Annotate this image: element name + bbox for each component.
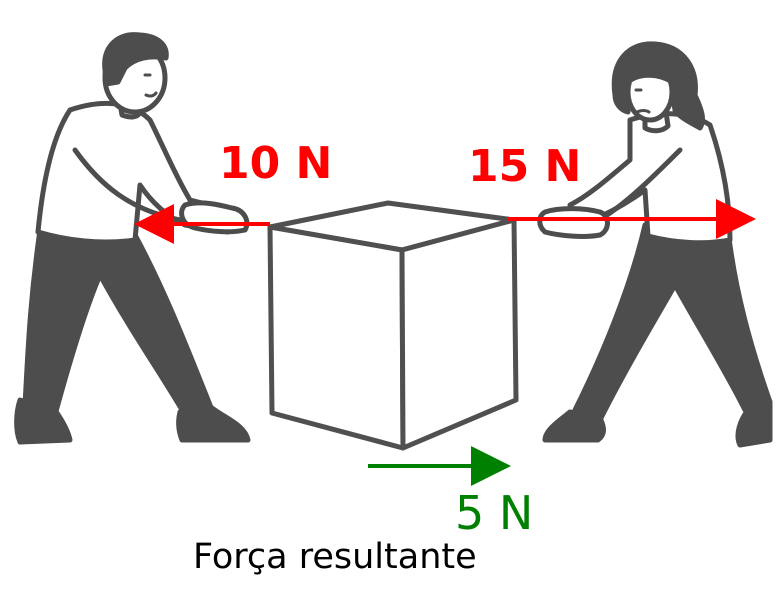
right-force-label: 15 N (468, 141, 582, 192)
left-force-label: 10 N (219, 138, 333, 189)
man-front-shoe (176, 405, 251, 443)
woman-front-shoe (542, 409, 606, 443)
woman-fringe (625, 55, 676, 85)
man-hair (102, 32, 169, 87)
woman-mouth (635, 109, 651, 114)
resultant-force-label: 5 N (455, 486, 534, 540)
man-hands (179, 200, 250, 235)
box-front-face (267, 224, 406, 451)
box-side-face (399, 217, 519, 451)
man-mouth (144, 91, 158, 98)
man-legs (22, 227, 215, 418)
man-figure (14, 32, 251, 445)
box (267, 200, 519, 451)
woman-hands (537, 206, 610, 239)
woman-legs (572, 222, 773, 423)
man-back-shoe (14, 397, 73, 445)
woman-back-shoe (735, 399, 773, 448)
woman-figure (537, 41, 773, 448)
resultant-caption: Força resultante (193, 537, 477, 577)
